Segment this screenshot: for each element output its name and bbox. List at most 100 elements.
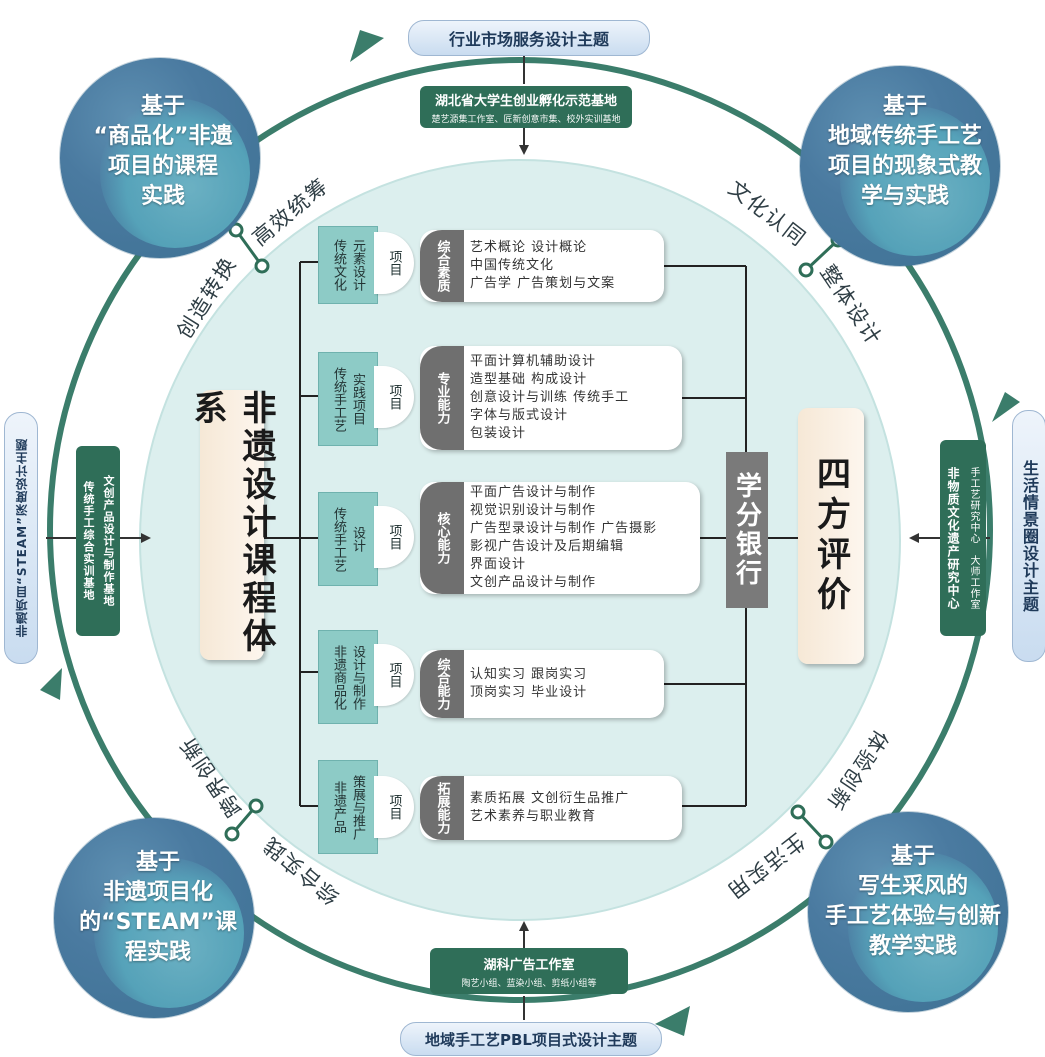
ability-cap: 核心能力: [420, 482, 464, 594]
theme-left: 非遗项目“STEAM”深度设计主题: [4, 412, 38, 664]
ability-items: 认知实习 跟岗实习 顶岗实习 毕业设计: [470, 650, 658, 718]
corner-line: “商品化”非遗: [93, 124, 233, 149]
project-tag-text: 项目: [386, 384, 402, 410]
ability-item: 广告型录设计与制作 广告摄影: [470, 521, 658, 536]
credit-bank-text: 学分银行: [731, 472, 762, 588]
ability-card-comprehensive: 综合能力 认知实习 跟岗实习 顶岗实习 毕业设计: [420, 650, 664, 718]
ability-item: 界面设计: [470, 557, 527, 572]
ability-item: 视觉识别设计与制作: [470, 503, 597, 518]
ability-card-professional: 专业能力 平面计算机辅助设计 造型基础 构成设计 创意设计与训练 传统手工 字体…: [420, 346, 682, 450]
corner-text-bottom-right: 基于 写生采风的 手工艺体验与创新 教学实践: [798, 842, 1028, 962]
theme-label: 非遗项目“STEAM”深度设计主题: [14, 438, 29, 638]
project-tag-text: 项目: [386, 794, 402, 820]
ability-card-comprehensive-quality: 综合素质 艺术概论 设计概论 中国传统文化 广告学 广告策划与文案: [420, 230, 664, 302]
corner-line: 程实践: [124, 940, 191, 965]
corner-circle-top-left: [60, 58, 260, 258]
project-col: 传统手工艺: [331, 506, 346, 572]
ring-arrow-bottom: [655, 1006, 690, 1036]
ability-card-core: 核心能力 平面广告设计与制作 视觉识别设计与制作 广告型录设计与制作 广告摄影 …: [420, 482, 700, 594]
corner-line: 地域传统手工艺: [827, 124, 982, 149]
ability-items: 素质拓展 文创衍生品推广 艺术素养与职业教育: [470, 776, 676, 840]
ability-item: 认知实习 跟岗实习: [470, 667, 588, 682]
project-col: 设计: [350, 526, 365, 552]
base-line: 手工艺研究中心 大师工作室: [968, 466, 979, 610]
ring-arrow-left: [40, 668, 62, 700]
ability-item: 平面广告设计与制作: [470, 485, 597, 500]
ability-item: 影视广告设计及后期编辑: [470, 539, 625, 554]
base-line: 传统手工综合实训基地: [82, 481, 95, 601]
corner-circle-bottom-left: [54, 818, 254, 1018]
project-box-5: 非遗产品 策展与推广: [318, 760, 378, 854]
outer-ring: [47, 57, 993, 1003]
corner-circle-top-right: [800, 66, 1000, 266]
ability-item: 广告学 广告策划与文案: [470, 276, 616, 291]
credit-bank-box: 学分银行: [726, 452, 768, 608]
project-col: 实践项目: [350, 373, 365, 425]
project-box-3: 传统手工艺 设计: [318, 492, 378, 586]
project-col: 设计与制作: [350, 644, 365, 710]
theme-label: 行业市场服务设计主题: [448, 30, 609, 49]
corner-text-bottom-left: 基于 非遗项目化 的“STEAM”课 程实践: [48, 848, 268, 968]
theme-top: 行业市场服务设计主题: [408, 20, 650, 56]
base-title: 湖科广告工作室: [483, 957, 575, 973]
ability-items: 平面计算机辅助设计 造型基础 构成设计 创意设计与训练 传统手工 字体与版式设计…: [470, 346, 676, 450]
ability-item: 艺术概论 设计概论: [470, 240, 588, 255]
ability-items: 平面广告设计与制作 视觉识别设计与制作 广告型录设计与制作 广告摄影 影视广告设…: [470, 482, 694, 594]
ability-cap: 综合素质: [420, 230, 464, 302]
ability-card-extension: 拓展能力 素质拓展 文创衍生品推广 艺术素养与职业教育: [420, 776, 682, 840]
base-line: 文创产品设计与制作基地: [102, 475, 115, 607]
theme-label: 地域手工艺PBL项目式设计主题: [425, 1030, 637, 1049]
project-tag-text: 项目: [386, 250, 402, 276]
ability-item: 包装设计: [470, 426, 527, 441]
base-right: 非物质文化遗产研究中心 手工艺研究中心 大师工作室: [940, 440, 986, 636]
corner-line: 的“STEAM”课: [79, 910, 237, 935]
theme-label: 生活情景圈设计主题: [1020, 459, 1039, 613]
base-line: 非物质文化遗产研究中心: [946, 466, 960, 610]
base-sub: 陶艺小组、蓝染小组、剪纸小组等: [461, 978, 597, 989]
project-col: 非遗商品化: [331, 644, 346, 710]
corner-text-top-right: 基于 地域传统手工艺 项目的现象式教 学与实践: [800, 92, 1010, 212]
evaluation-box: 四方评价: [798, 408, 864, 664]
project-tag-text: 项目: [386, 524, 402, 550]
corner-line: 手工艺体验与创新: [824, 904, 1001, 929]
corner-line: 项目的现象式教: [827, 154, 982, 179]
evaluation-text: 四方评价: [810, 456, 851, 616]
corner-line: 学与实践: [860, 184, 949, 209]
ability-cap: 综合能力: [420, 650, 464, 718]
base-top: 湖北省大学生创业孵化示范基地 楚艺源集工作室、匠新创意市集、校外实训基地: [420, 86, 632, 128]
ability-items: 艺术概论 设计概论 中国传统文化 广告学 广告策划与文案: [470, 230, 658, 302]
ability-label: 拓展能力: [434, 782, 450, 834]
ability-cap: 专业能力: [420, 346, 464, 450]
corner-line: 基于: [135, 850, 180, 875]
ability-item: 中国传统文化: [470, 258, 555, 273]
corner-line: 基于: [140, 94, 185, 119]
ability-item: 字体与版式设计: [470, 408, 569, 423]
base-bottom: 湖科广告工作室 陶艺小组、蓝染小组、剪纸小组等: [430, 948, 628, 994]
project-col: 策展与推广: [350, 774, 365, 840]
ring-arrow-top: [350, 30, 384, 62]
corner-circle-bottom-right: [808, 812, 1008, 1012]
course-system-title-text: 非遗设计课程体系: [187, 390, 276, 656]
project-col: 元素设计: [350, 239, 365, 291]
ability-label: 综合素质: [434, 240, 450, 292]
base-left: 传统手工综合实训基地 文创产品设计与制作基地: [76, 446, 120, 636]
ability-item: 顶岗实习 毕业设计: [470, 685, 588, 700]
project-box-4: 非遗商品化 设计与制作: [318, 630, 378, 724]
project-box-2: 传统手工艺 实践项目: [318, 352, 378, 446]
corner-line: 基于: [890, 844, 935, 869]
project-col: 传统文化: [331, 239, 346, 291]
course-system-title: 非遗设计课程体系: [187, 390, 276, 660]
ability-label: 核心能力: [434, 512, 450, 564]
ability-item: 创意设计与训练 传统手工: [470, 390, 630, 405]
corner-line: 非遗项目化: [102, 880, 213, 905]
theme-right: 生活情景圈设计主题: [1012, 410, 1045, 662]
ability-label: 专业能力: [434, 372, 450, 424]
project-tag-text: 项目: [386, 662, 402, 688]
project-col: 非遗产品: [331, 781, 346, 833]
ability-label: 综合能力: [434, 658, 450, 710]
base-sub: 楚艺源集工作室、匠新创意市集、校外实训基地: [431, 114, 621, 125]
theme-bottom: 地域手工艺PBL项目式设计主题: [400, 1022, 662, 1056]
base-title: 湖北省大学生创业孵化示范基地: [434, 93, 617, 109]
ability-item: 造型基础 构成设计: [470, 372, 588, 387]
corner-line: 实践: [140, 184, 185, 209]
